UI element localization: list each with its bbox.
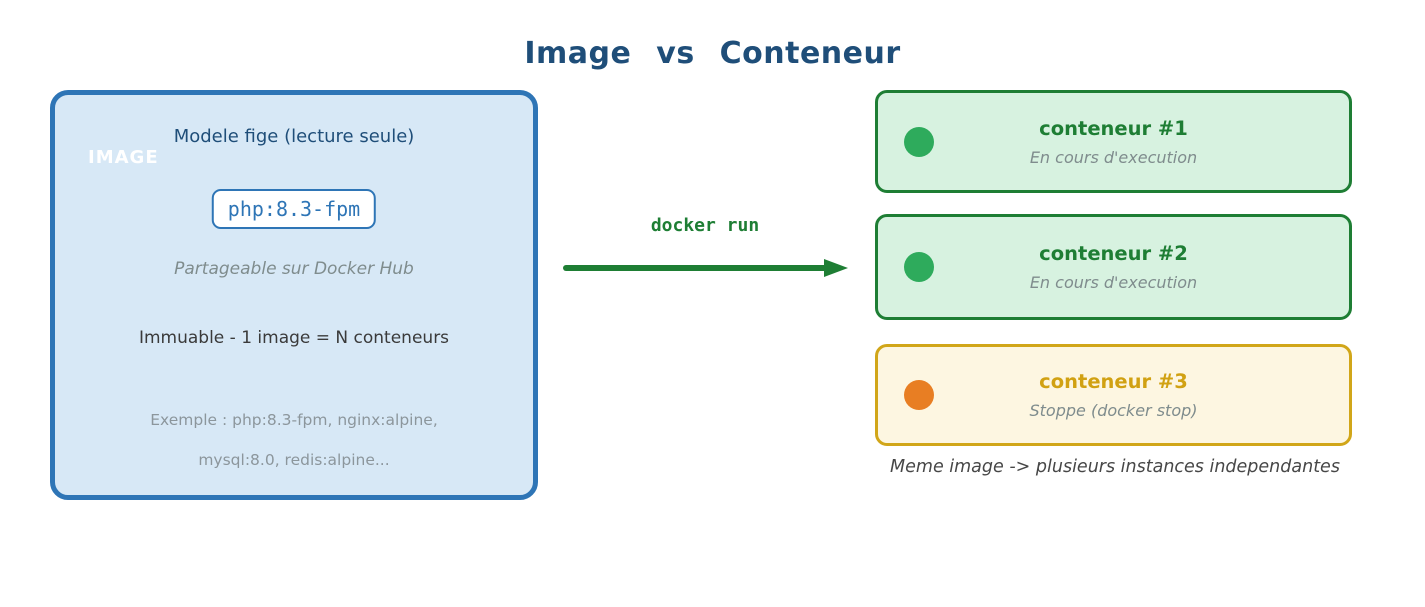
container-status: Stoppe (docker stop) [1029,401,1198,420]
status-dot-stopped-icon [904,380,934,410]
image-panel-label: IMAGE [88,147,159,168]
container-name: conteneur #3 [1039,370,1188,393]
status-dot-running-icon [904,252,934,282]
containers-caption: Meme image -> plusieurs instances indepe… [890,457,1340,477]
image-panel-examples-line1: Exemple : php:8.3-fpm, nginx:alpine, [150,411,438,429]
status-dot-running-icon [904,126,934,157]
image-panel-examples-line2: mysql:8.0, redis:alpine... [198,451,390,469]
container-box-2-content: conteneur #2 En cours d'execution [878,217,1349,317]
right-arrow-icon [563,259,848,277]
container-status: En cours d'execution [1029,273,1198,292]
container-name: conteneur #2 [1039,242,1188,265]
container-name: conteneur #1 [1039,116,1188,140]
diagram-title: Image vs Conteneur [524,36,901,71]
container-box-1-content: conteneur #1 En cours d'execution [878,93,1349,190]
container-box-2: conteneur #2 En cours d'execution [875,214,1352,320]
image-panel-property: Immuable - 1 image = N conteneurs [138,328,450,348]
container-box-3-content: conteneur #3 Stoppe (docker stop) [878,347,1349,443]
image-panel-subtitle: Partageable sur Docker Hub [174,259,414,279]
image-tag-badge: php:8.3-fpm [211,189,377,229]
container-status: En cours d'execution [1029,147,1198,167]
image-panel-heading: Modele fige (lecture seule) [173,126,415,147]
container-box-3: conteneur #3 Stoppe (docker stop) [875,344,1352,446]
container-box-1: conteneur #1 En cours d'execution [875,90,1352,193]
image-panel: Modele fige (lecture seule) IMAGE php:8.… [50,90,538,500]
docker-run-label: docker run [650,215,760,236]
